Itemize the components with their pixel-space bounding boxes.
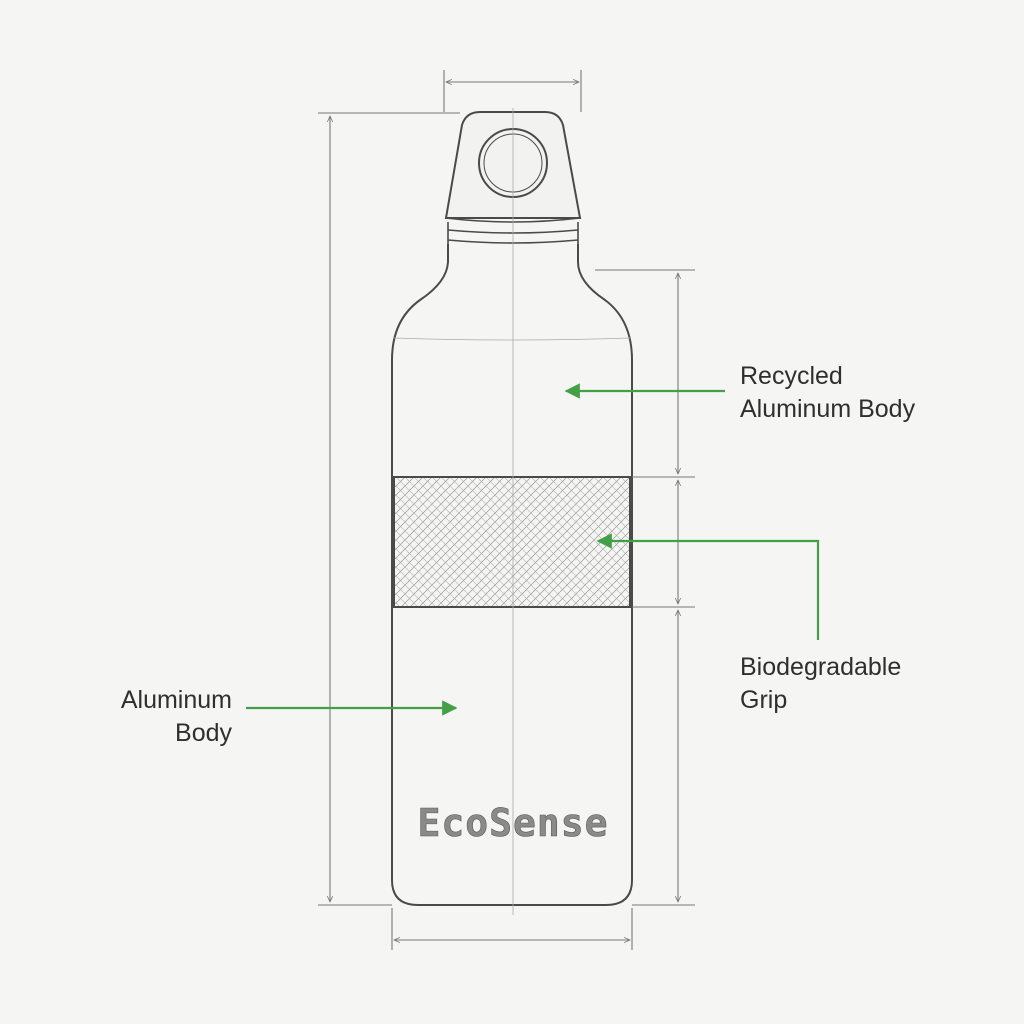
grip-arrow <box>596 533 820 640</box>
biodegradable-grip-label: Biodegradable Grip <box>740 651 901 717</box>
bottle-body <box>391 244 633 906</box>
brand-logo: EcoSense <box>417 801 608 845</box>
grip-band <box>393 476 631 608</box>
grip-label-line1: Biodegradable <box>740 653 902 681</box>
body-label-line1: Aluminum <box>120 686 232 714</box>
recycled-label-line1: Recycled <box>740 362 843 390</box>
aluminum-body-label: Aluminum Body <box>80 684 232 750</box>
body-label-line2: Body <box>175 719 232 747</box>
callout-arrows <box>246 383 820 716</box>
recycled-aluminum-body-label: Recycled Aluminum Body <box>740 360 915 426</box>
recycled-label-line2: Aluminum Body <box>740 395 916 423</box>
grip-label-line2: Grip <box>740 686 788 714</box>
